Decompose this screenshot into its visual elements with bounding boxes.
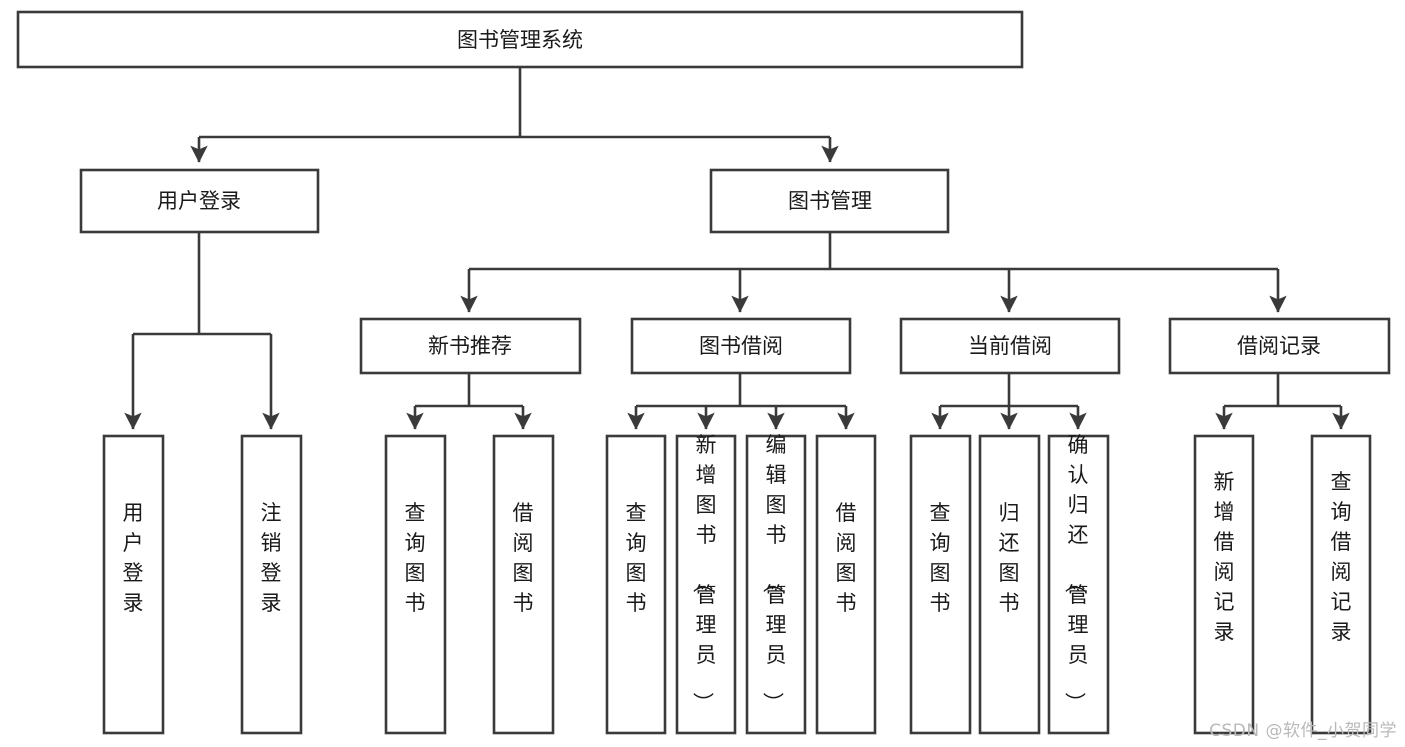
node-current-borrow[interactable]: 当前借阅 xyxy=(899,317,1121,375)
node-leaf-confirm-return-admin[interactable]: 确认归还（管理员） xyxy=(1047,433,1110,735)
node-leaf-logout[interactable]: 注销登录 xyxy=(240,434,303,735)
node-leaf-add-borrow-record[interactable]: 新增借阅记录 xyxy=(1193,434,1255,735)
node-book-management[interactable]: 图书管理 xyxy=(709,168,950,234)
node-book-borrow-label: 图书借阅 xyxy=(699,334,783,358)
node-leaf-confirm-return-admin-label: 确认归还（管理员） xyxy=(1063,433,1089,713)
connector-currentborrow-to-leaves xyxy=(931,373,1087,430)
node-leaf-borrow-book[interactable]: 借阅图书 xyxy=(815,434,877,735)
node-leaf-user-login[interactable]: 用户登录 xyxy=(102,434,165,735)
node-leaf-query-book[interactable]: 查询图书 xyxy=(605,434,667,735)
node-current-borrow-label: 当前借阅 xyxy=(968,334,1052,358)
node-leaf-borrow-book-label: 借阅图书 xyxy=(836,501,857,615)
node-leaf-edit-book-admin[interactable]: 编辑图书（管理员） xyxy=(745,433,807,735)
connector-userlogin-to-leaves xyxy=(124,232,280,430)
node-borrow-records-label: 借阅记录 xyxy=(1237,334,1321,358)
node-leaf-query-book-current-label: 查询图书 xyxy=(930,501,951,615)
node-leaf-add-book-admin-label: 新增图书（管理员） xyxy=(691,433,717,713)
connector-bookmgmt-to-level3 xyxy=(460,232,1287,313)
node-leaf-edit-book-admin-label: 编辑图书（管理员） xyxy=(761,433,787,713)
connector-newbook-to-leaves xyxy=(406,373,532,430)
node-user-login-label: 用户登录 xyxy=(157,189,241,213)
node-leaf-return-book-label: 归还图书 xyxy=(999,501,1020,615)
node-borrow-records[interactable]: 借阅记录 xyxy=(1168,317,1391,375)
connector-root-to-level2 xyxy=(190,67,839,163)
node-leaf-query-book-recommend-label: 查询图书 xyxy=(405,501,426,615)
node-leaf-return-book[interactable]: 归还图书 xyxy=(978,434,1041,735)
node-leaf-query-book-current[interactable]: 查询图书 xyxy=(909,434,972,735)
node-leaf-borrow-book-recommend-label: 借阅图书 xyxy=(513,501,534,615)
node-leaf-user-login-label: 用户登录 xyxy=(123,501,144,615)
node-leaf-query-borrow-record-label: 查询借阅记录 xyxy=(1331,470,1352,644)
node-root-system[interactable]: 图书管理系统 xyxy=(16,10,1024,69)
node-user-login[interactable]: 用户登录 xyxy=(79,168,320,234)
node-leaf-query-book-recommend[interactable]: 查询图书 xyxy=(384,434,447,735)
connector-bookborrow-to-leaves xyxy=(627,373,855,430)
node-leaf-query-book-label: 查询图书 xyxy=(626,501,647,615)
node-book-borrow[interactable]: 图书借阅 xyxy=(630,317,852,375)
node-new-book-recommend[interactable]: 新书推荐 xyxy=(359,317,582,375)
node-book-management-label: 图书管理 xyxy=(788,189,872,213)
node-root-system-label: 图书管理系统 xyxy=(457,28,583,52)
node-new-book-recommend-label: 新书推荐 xyxy=(428,334,512,358)
node-leaf-query-borrow-record[interactable]: 查询借阅记录 xyxy=(1310,434,1372,735)
node-leaf-borrow-book-recommend[interactable]: 借阅图书 xyxy=(492,434,555,735)
node-leaf-add-book-admin[interactable]: 新增图书（管理员） xyxy=(675,433,737,735)
connector-borrowrecord-to-leaves xyxy=(1215,373,1350,430)
node-leaf-logout-label: 注销登录 xyxy=(261,501,282,615)
node-leaf-add-borrow-record-label: 新增借阅记录 xyxy=(1214,470,1235,644)
